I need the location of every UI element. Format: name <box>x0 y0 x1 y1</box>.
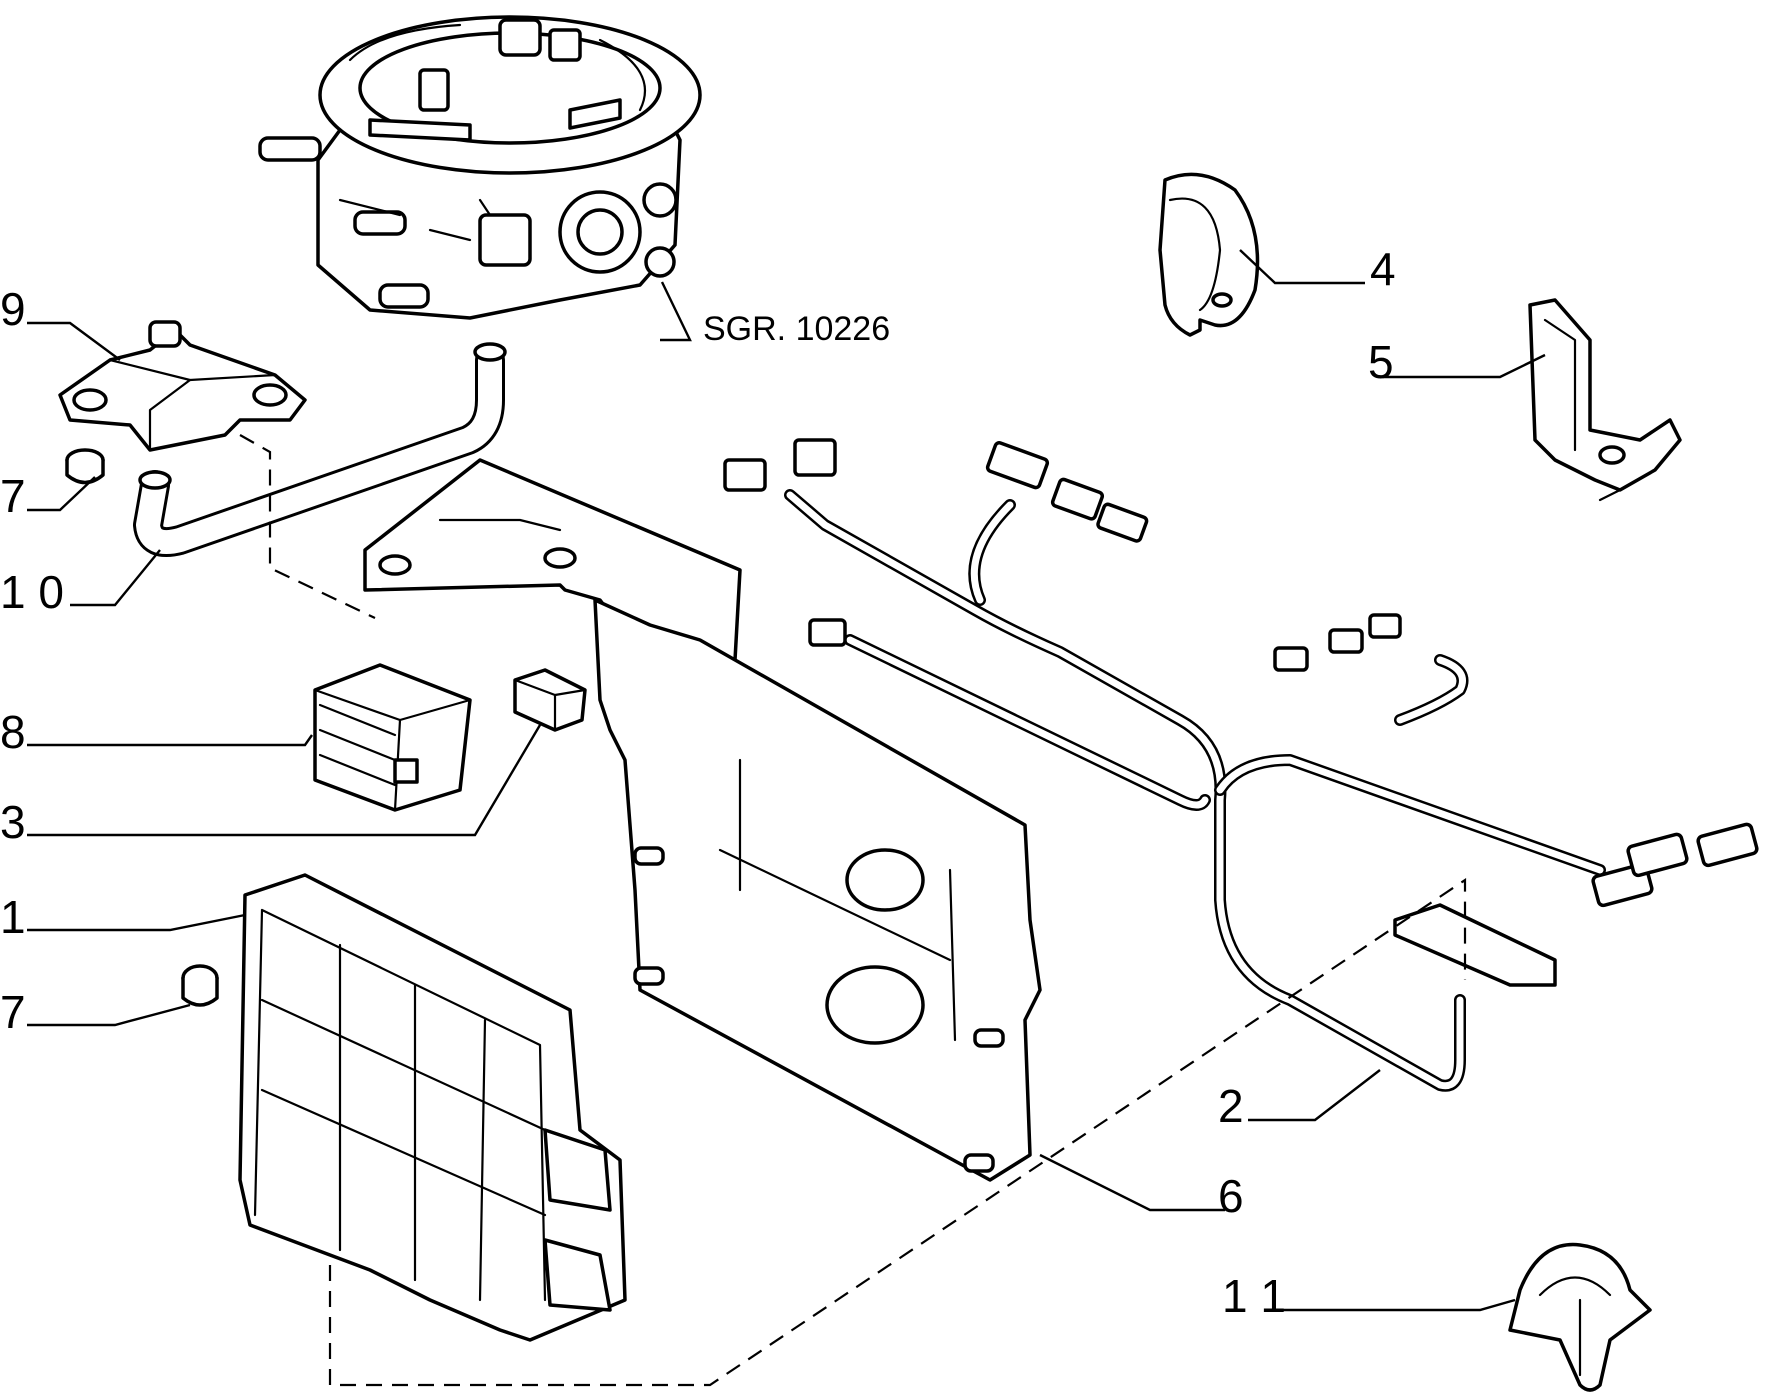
leader-lines <box>27 249 1546 1312</box>
callout-7-lower: 7 <box>0 986 26 1038</box>
callout-10: 1 0 <box>0 566 64 618</box>
part-11-cable-clip[interactable] <box>1508 1242 1652 1392</box>
part-2-wiring-harness[interactable] <box>723 438 1759 1092</box>
part-8-relay[interactable] <box>313 663 472 812</box>
callout-5: 5 <box>1368 336 1394 388</box>
part-7-nut-lower[interactable] <box>181 964 219 1007</box>
reference-label: SGR. 10226 <box>703 310 890 348</box>
callout-7-upper: 7 <box>0 470 26 522</box>
part-5-bracket[interactable] <box>1528 298 1682 502</box>
part-10-hose[interactable] <box>133 342 507 558</box>
callout-3: 3 <box>0 796 26 848</box>
part-1-ecu[interactable] <box>238 873 627 1342</box>
part-3-small-relay[interactable] <box>513 668 587 732</box>
callout-11: 1 1 <box>1222 1270 1286 1322</box>
callout-1: 1 <box>0 891 26 943</box>
callout-4: 4 <box>1370 243 1396 295</box>
part-4-grommet[interactable] <box>1158 172 1260 337</box>
part-7-nut-upper[interactable] <box>65 448 105 485</box>
throttle-body-assembly[interactable] <box>258 15 702 320</box>
callout-8: 8 <box>0 706 26 758</box>
callout-2: 2 <box>1218 1080 1244 1132</box>
part-6-mounting-plate[interactable] <box>363 458 1042 1182</box>
dashed-guide-lower <box>328 877 1467 1387</box>
part-9-sensor[interactable] <box>58 320 307 452</box>
dashed-guide-upper <box>239 434 376 619</box>
callout-9: 9 <box>0 283 26 335</box>
callout-6: 6 <box>1218 1170 1244 1222</box>
